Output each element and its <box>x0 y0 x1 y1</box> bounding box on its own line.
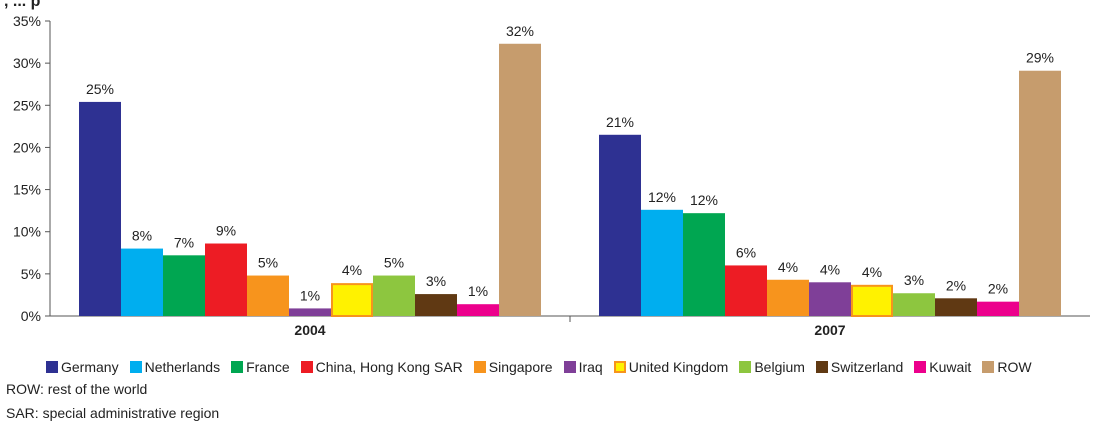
value-label-united-kingdom-2007: 4% <box>862 264 882 280</box>
legend-label: United Kingdom <box>628 359 729 375</box>
legend-label: China, Hong Kong SAR <box>315 359 463 375</box>
legend-label: ROW <box>997 359 1032 375</box>
legend-item-france: France <box>231 359 290 375</box>
legend-swatch <box>815 361 828 373</box>
bar-kuwait-2004 <box>457 304 499 316</box>
chart: , ... p 0% 5% 10% 15% 20% 25% 30% 35% 25% 8% 7% 9% 5%… <box>4 0 1090 338</box>
bar-united-kingdom-2004 <box>331 283 373 317</box>
category-label-2004: 2004 <box>294 322 325 338</box>
y-tick-label: 30% <box>13 55 41 71</box>
chart-title-partial: , ... p <box>4 0 41 10</box>
legend-item-switzerland: Switzerland <box>815 359 904 375</box>
value-label-france-2007: 12% <box>690 192 718 208</box>
value-label-iraq-2004: 1% <box>300 287 320 303</box>
value-label-switzerland-2007: 2% <box>946 277 966 293</box>
value-label-belgium-2007: 3% <box>904 272 924 288</box>
bar-row-2007 <box>1019 70 1061 316</box>
legend: Germany Netherlands France China, Hong Kong… <box>46 357 1032 377</box>
value-label-china-hong-kong-sar-2007: 6% <box>736 244 756 260</box>
legend-item-netherlands: Netherlands <box>129 359 221 375</box>
bar-belgium-2007 <box>893 293 935 316</box>
value-label-france-2004: 7% <box>174 234 194 250</box>
y-tick-label: 5% <box>21 266 41 282</box>
bar-united-kingdom-2007 <box>851 284 893 318</box>
value-label-row-2004: 32% <box>506 23 534 39</box>
y-tick-label: 20% <box>13 139 41 155</box>
value-label-china-hong-kong-sar-2004: 9% <box>216 223 236 239</box>
legend-swatch <box>739 361 752 373</box>
legend-item-singapore: Singapore <box>473 359 553 375</box>
legend-item-row: ROW <box>982 359 1032 375</box>
bar-singapore-2007 <box>767 279 809 316</box>
bar-switzerland-2004 <box>415 294 457 316</box>
legend-swatch <box>473 361 486 373</box>
bar-kuwait-2007 <box>977 301 1019 316</box>
bar-china-hong-kong-sar-2007 <box>725 265 767 316</box>
bar-iraq-2007 <box>809 282 851 316</box>
value-label-netherlands-2007: 12% <box>648 189 676 205</box>
bar-belgium-2004 <box>373 275 415 316</box>
value-label-germany-2007: 21% <box>606 114 634 130</box>
legend-item-china-hong-kong-sar: China, Hong Kong SAR <box>300 359 463 375</box>
bar-netherlands-2007 <box>641 209 683 316</box>
bar-china-hong-kong-sar-2004 <box>205 243 247 316</box>
y-tick-label: 15% <box>13 182 41 198</box>
bar-germany-2004 <box>79 101 121 317</box>
legend-swatch <box>914 361 927 373</box>
legend-label: Belgium <box>754 359 805 375</box>
legend-swatch <box>563 361 576 373</box>
legend-item-germany: Germany <box>46 359 119 375</box>
category-label-2007: 2007 <box>814 322 845 338</box>
legend-label: France <box>246 359 290 375</box>
legend-swatch <box>46 361 58 373</box>
bar-iraq-2004 <box>289 308 331 316</box>
bar-germany-2007 <box>599 134 641 316</box>
legend-label: Netherlands <box>144 359 221 375</box>
value-label-kuwait-2004: 1% <box>468 283 488 299</box>
value-label-switzerland-2004: 3% <box>426 273 446 289</box>
legend-swatch <box>613 361 626 373</box>
legend-label: Singapore <box>488 359 553 375</box>
y-tick-label: 25% <box>13 97 41 113</box>
bar-switzerland-2007 <box>935 298 977 316</box>
legend-swatch <box>231 361 244 373</box>
y-tick-label: 0% <box>21 308 41 324</box>
legend-item-belgium: Belgium <box>739 359 805 375</box>
bar-row-2004 <box>499 43 541 316</box>
value-label-netherlands-2004: 8% <box>132 228 152 244</box>
legend-label: Switzerland <box>830 359 904 375</box>
bar-france-2004 <box>163 255 205 316</box>
legend-label: Iraq <box>578 359 603 375</box>
value-label-singapore-2007: 4% <box>778 259 798 275</box>
value-label-singapore-2004: 5% <box>258 255 278 271</box>
legend-swatch <box>300 361 313 373</box>
legend-label: Germany <box>61 359 119 375</box>
bar-france-2007 <box>683 213 725 316</box>
legend-swatch <box>982 361 995 373</box>
legend-item-iraq: Iraq <box>563 359 603 375</box>
value-label-kuwait-2007: 2% <box>988 281 1008 297</box>
legend-item-kuwait: Kuwait <box>914 359 971 375</box>
bar-singapore-2004 <box>247 275 289 316</box>
value-label-united-kingdom-2004: 4% <box>342 262 362 278</box>
legend-label: Kuwait <box>929 359 972 375</box>
value-label-iraq-2007: 4% <box>820 261 840 277</box>
value-label-row-2007: 29% <box>1026 50 1054 66</box>
row-footnote: ROW: rest of the world <box>6 381 148 397</box>
value-label-belgium-2004: 5% <box>384 255 404 271</box>
y-tick-label: 35% <box>13 13 41 29</box>
legend-item-united-kingdom: United Kingdom <box>613 359 729 375</box>
value-label-germany-2004: 25% <box>86 81 114 97</box>
bar-netherlands-2004 <box>121 248 163 316</box>
y-tick-label: 10% <box>13 224 41 240</box>
legend-swatch <box>129 361 142 373</box>
sar-footnote: SAR: special administrative region <box>6 405 220 421</box>
